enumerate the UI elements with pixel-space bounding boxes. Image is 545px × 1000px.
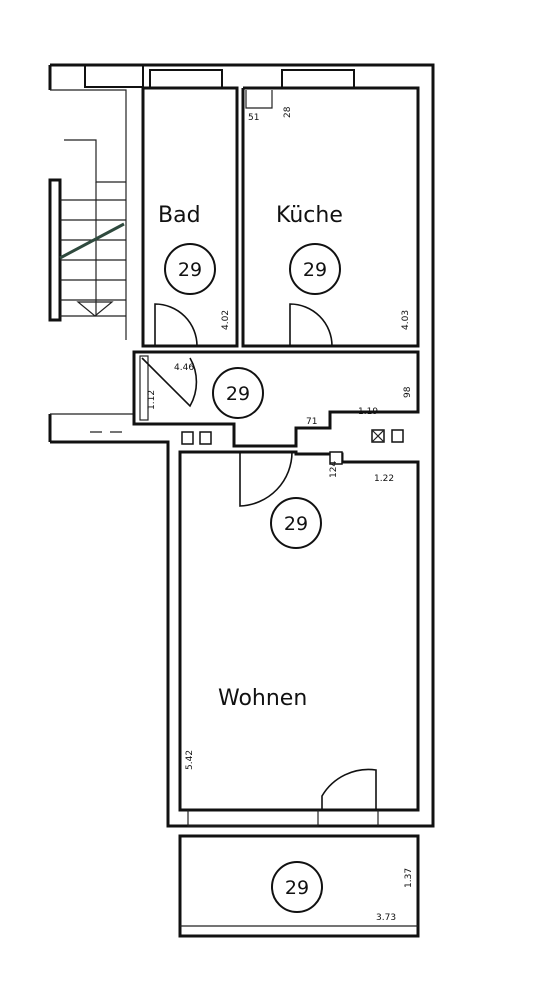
svg-text:29: 29 [226, 383, 250, 405]
kueche-walls [241, 86, 420, 348]
svg-text:29: 29 [284, 513, 308, 535]
svg-text:29: 29 [178, 259, 202, 281]
door-bad-swing [154, 303, 198, 347]
room-badge-balkon: 29 [271, 861, 323, 913]
switch-fixture [181, 431, 194, 445]
room-badge-kueche: 29 [289, 243, 341, 295]
dim-flur-width: 4.46 [174, 363, 194, 373]
dim-kueche-small-b: 28 [283, 106, 293, 118]
dim-wohnen-depth: 5.42 [185, 750, 195, 770]
svg-text:29: 29 [285, 877, 309, 899]
dim-kueche-small-a: 51 [248, 113, 259, 123]
balkon-walls [178, 834, 420, 938]
dim-wohnen-b: 1.22 [374, 474, 394, 484]
room-badge-flur: 29 [212, 367, 264, 419]
wohnen-column [329, 451, 343, 465]
socket-fixture [391, 429, 404, 443]
staircase [48, 89, 134, 433]
room-badge-bad: 29 [164, 243, 216, 295]
svg-text:29: 29 [303, 259, 327, 281]
dim-balkon-depth: 1.37 [404, 868, 414, 888]
room-label-bad: Bad [158, 203, 201, 228]
flur-walls [132, 350, 420, 448]
dim-wohnen-a: 124 [329, 461, 339, 478]
door-swings [141, 303, 377, 810]
room-label-kueche: Küche [276, 203, 343, 228]
fixtures [181, 429, 404, 465]
room-label-wohnen: Wohnen [218, 686, 307, 711]
bad-walls [141, 86, 239, 348]
door-balkon-swing [321, 768, 377, 810]
room-badge-wohnen: 29 [270, 497, 322, 549]
dim-flur-depth: 1.12 [147, 390, 157, 410]
dim-bad-depth: 4.02 [221, 310, 231, 330]
dim-kueche-depth: 4.03 [401, 310, 411, 330]
dim-flur-small-b: 1.19 [358, 407, 378, 417]
dim-balkon-width: 3.73 [376, 913, 396, 923]
dim-flur-small-c: 98 [403, 386, 413, 398]
door-flur-entry-swing [141, 357, 198, 408]
dim-flur-small-a: 71 [306, 417, 317, 427]
switch-fixture [199, 431, 212, 445]
door-kueche-swing [289, 303, 333, 347]
door-wohnen-swing [239, 451, 293, 507]
